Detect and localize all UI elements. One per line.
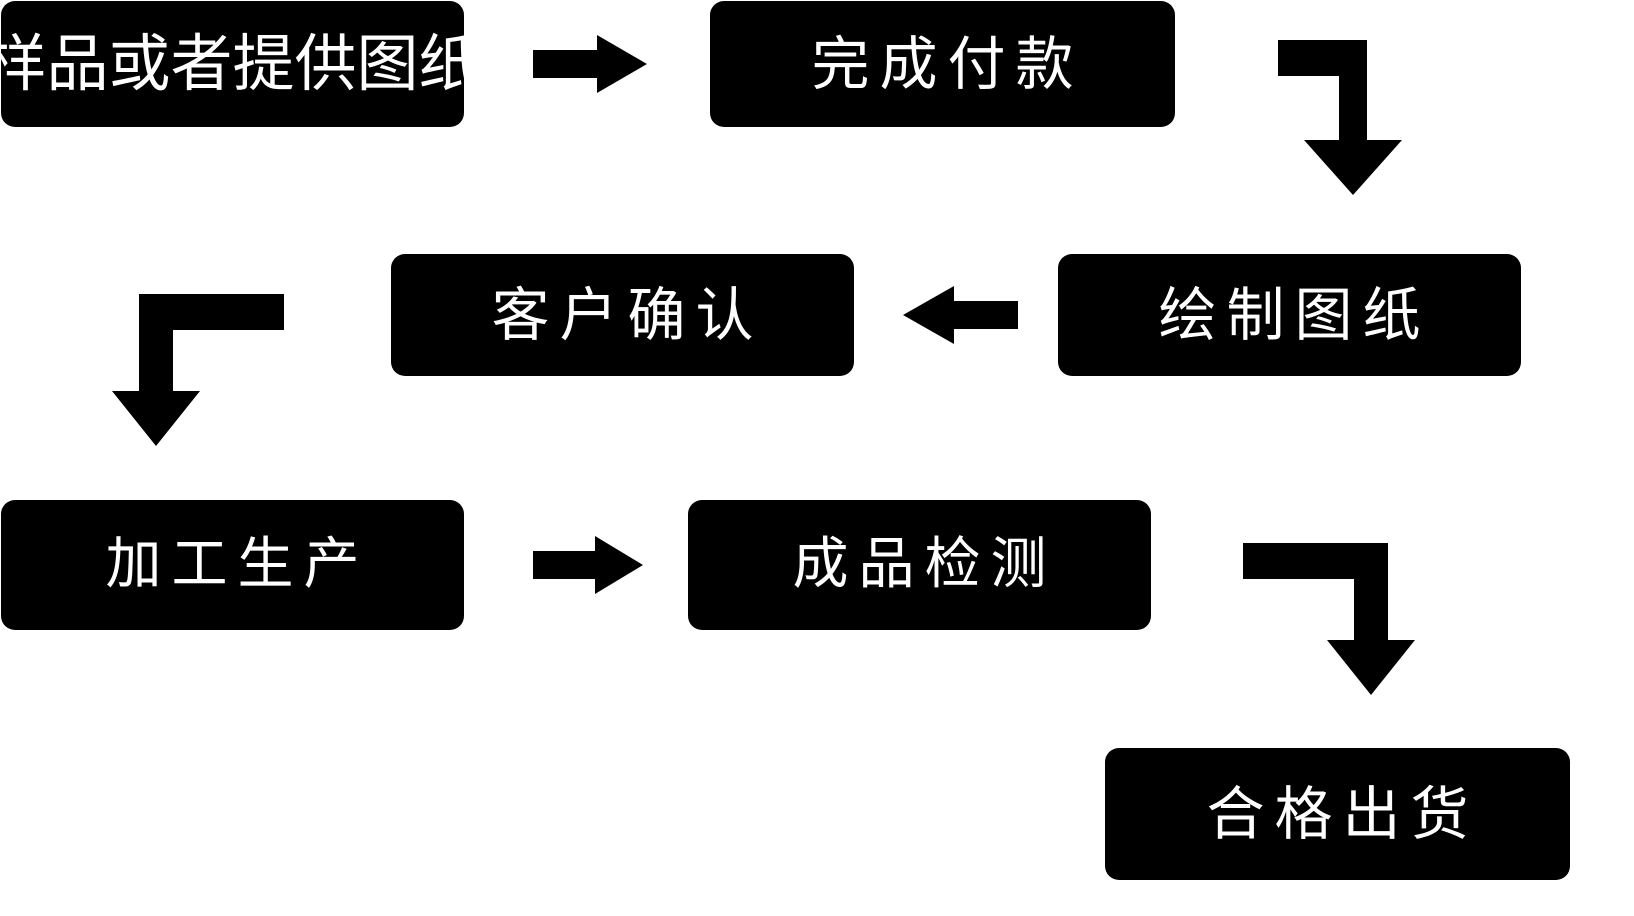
node-draw-blueprint[interactable]: 绘制图纸 [1058, 254, 1521, 376]
node-finished-product-inspection[interactable]: 成品检测 [688, 500, 1151, 630]
arrow-left-icon-drawing-to-confirm [903, 286, 1018, 344]
node-label-draw-blueprint: 绘制图纸 [1158, 281, 1431, 349]
arrow-right-icon-produce-to-inspect [533, 536, 643, 594]
node-label-finished-product-inspection: 成品检测 [792, 532, 1057, 597]
arrow-right-icon-sample-to-payment [533, 35, 647, 93]
node-label-sample-or-drawing: 样品或者提供图纸 [0, 27, 481, 100]
node-qualified-shipment[interactable]: 合格出货 [1105, 748, 1570, 880]
node-label-complete-payment: 完成付款 [811, 30, 1084, 98]
node-label-qualified-shipment: 合格出货 [1206, 780, 1479, 848]
node-label-customer-confirmation: 客户确认 [491, 281, 764, 349]
elbow-left-down-icon-confirm-to-produce [112, 294, 284, 446]
elbow-right-down-icon-inspect-to-ship [1243, 543, 1415, 695]
node-customer-confirmation[interactable]: 客户确认 [391, 254, 854, 376]
node-complete-payment[interactable]: 完成付款 [710, 1, 1175, 127]
elbow-right-down-icon-payment-to-drawing [1228, 40, 1402, 195]
node-label-processing-production: 加工生产 [105, 532, 370, 597]
node-sample-or-drawing[interactable]: 样品或者提供图纸 [0, 1, 481, 127]
node-processing-production[interactable]: 加工生产 [1, 500, 464, 630]
